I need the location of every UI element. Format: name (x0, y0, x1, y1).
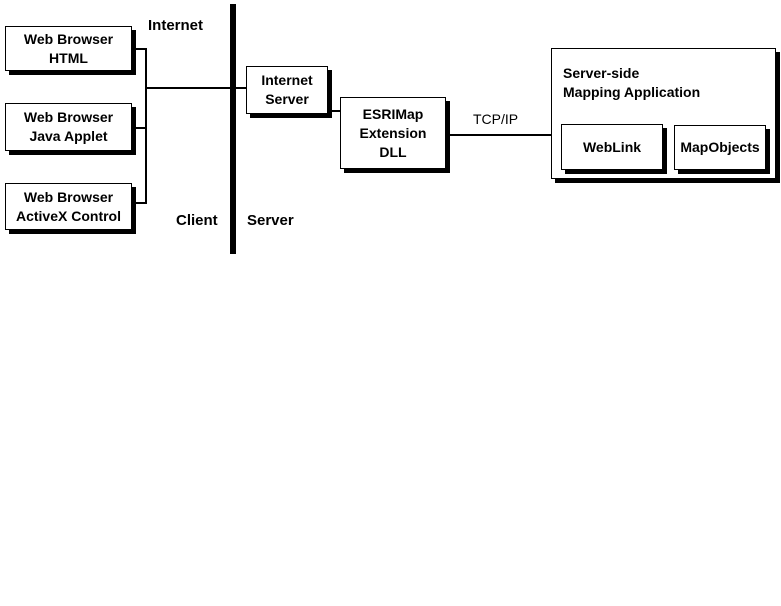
box-line: Internet (261, 72, 313, 88)
box-line: Web Browser (23, 188, 114, 205)
web-browser-java-box: Web Browser Java Applet (5, 103, 132, 151)
web-browser-activex-box: Web Browser ActiveX Control (5, 183, 132, 230)
box-line: ESRIMap (362, 105, 424, 122)
connector-bus-to-server (145, 87, 246, 89)
app-title: Server-side Mapping Application (563, 64, 700, 102)
weblink-box: WebLink (561, 124, 663, 170)
server-label: Server (247, 212, 294, 229)
client-label: Client (176, 212, 218, 229)
box-line: Extension (359, 124, 427, 141)
connector-activex (133, 202, 147, 204)
web-browser-html-box: Web Browser HTML (5, 26, 132, 71)
box-line: Server (265, 91, 309, 107)
internet-label: Internet (148, 17, 204, 34)
box-line: DLL (379, 143, 407, 160)
app-title-line: Mapping Application (563, 84, 701, 100)
internet-server-box: Internet Server (246, 66, 328, 114)
connector-server-to-dll (330, 110, 340, 112)
mapobjects-box: MapObjects (674, 125, 766, 170)
tcpip-label: TCP/IP (473, 111, 519, 127)
connector-dll-to-app (448, 134, 551, 136)
app-title-line: Server-side (563, 65, 640, 81)
esrimap-dll-box: ESRIMap Extension DLL (340, 97, 446, 169)
internet-divider (230, 4, 236, 254)
box-line: Web Browser (23, 109, 114, 125)
client-bus-vertical (145, 48, 147, 204)
box-line: Java Applet (29, 128, 108, 144)
box-line: Web Browser (23, 30, 114, 47)
connector-html (133, 48, 147, 50)
box-line: ActiveX Control (15, 207, 121, 224)
connector-java (133, 127, 147, 129)
box-line: HTML (49, 49, 88, 66)
mapping-application-box: Server-side Mapping Application WebLink … (551, 48, 776, 179)
